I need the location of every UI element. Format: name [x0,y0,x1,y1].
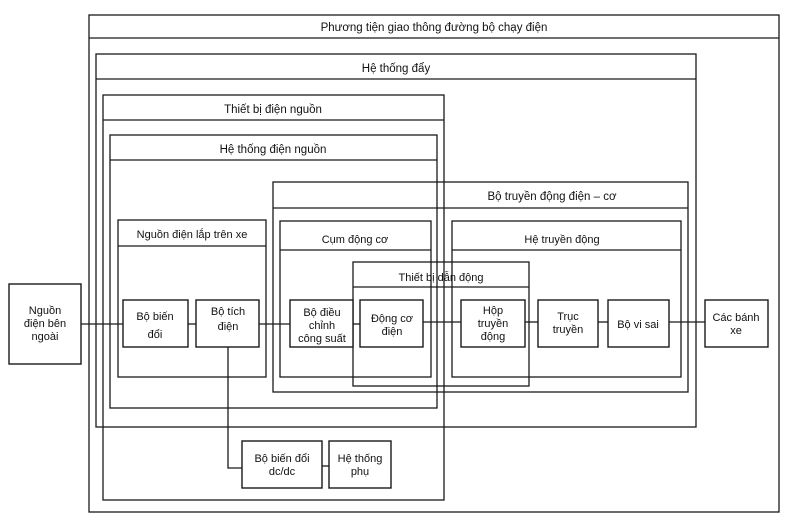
connections [81,321,705,469]
block-wheels: Các bánh xe [704,299,769,348]
block-dcdc: Bộ biến đổi dc/dc [241,440,323,489]
frame-motor-assembly: Cụm động cơ [279,220,432,378]
power-controller-line-1: Bộ điều [303,307,340,319]
block-converter: Bộ biến đổi [122,299,189,348]
frame-vehicle: Phương tiện giao thông đường bộ chạy điệ… [88,14,780,513]
frame-drive-unit-title: Thiết bị dẫn động [398,271,483,284]
converter-line-2: đổi [148,329,163,341]
external-source-line-2: điện bên [24,318,66,330]
gearbox-line-2: truyền [478,318,509,330]
frame-electromechanical-drivetrain: Bộ truyền động điện – cơ [272,181,689,393]
power-controller-line-3: công suất [298,333,346,345]
frame-vehicle-title: Phương tiện giao thông đường bộ chạy điệ… [321,22,548,34]
shaft-line-2: truyền [553,324,584,336]
wheels-line-1: Các bánh [712,312,759,324]
storage-line-1: Bộ tích [211,306,245,318]
motor-line-1: Động cơ [371,313,413,325]
frame-motor-assembly-title: Cụm động cơ [322,234,389,246]
auxiliary-line-1: Hệ thống [338,453,383,465]
frame-transmission-system-title: Hệ truyền động [524,234,599,246]
converter-line-1: Bộ biến [136,311,173,323]
block-power-controller: Bộ điều chỉnh công suất [289,299,354,348]
power-controller-line-2: chỉnh [309,320,335,332]
block-differential: Bộ vi sai [607,299,670,348]
gearbox-line-3: động [481,331,505,343]
frame-propulsion: Hệ thống đẩy [95,53,697,428]
frame-power-source-equipment-title: Thiết bị điện nguồn [224,104,322,116]
differential-line-1: Bộ vi sai [617,319,659,331]
block-auxiliary: Hệ thống phụ [328,440,392,489]
block-storage: Bộ tích điện [195,299,260,348]
frame-onboard-source: Nguồn điện lắp trên xe [117,219,267,378]
shaft-line-1: Trục [557,311,579,323]
block-motor: Động cơ điện [359,299,424,348]
frame-onboard-source-title: Nguồn điện lắp trên xe [137,228,248,241]
frame-power-source-system: Hệ thống điện nguồn [109,134,438,409]
block-shaft: Trục truyền [537,299,599,348]
motor-line-2: điện [382,326,403,338]
external-source-line-1: Nguồn [29,305,61,317]
frame-power-source-system-title: Hệ thống điện nguồn [220,144,327,156]
external-source-line-3: ngoài [32,331,59,343]
frame-propulsion-title: Hệ thống đẩy [362,63,431,75]
wire-storage-to-dcdc [227,347,242,469]
storage-line-2: điện [218,321,239,333]
frame-power-source-equipment: Thiết bị điện nguồn [102,94,445,501]
dcdc-line-1: Bộ biến đổi [254,453,309,465]
dcdc-line-2: dc/dc [269,466,296,478]
frame-transmission-system: Hệ truyền động [451,220,682,378]
gearbox-line-1: Hộp [483,305,503,317]
auxiliary-line-2: phụ [351,466,369,478]
frame-electromechanical-drivetrain-title: Bộ truyền động điện – cơ [487,191,616,203]
block-external-source: Nguồn điện bên ngoài [8,283,82,365]
block-gearbox: Hộp truyền động [460,299,526,348]
wheels-line-2: xe [730,325,742,337]
